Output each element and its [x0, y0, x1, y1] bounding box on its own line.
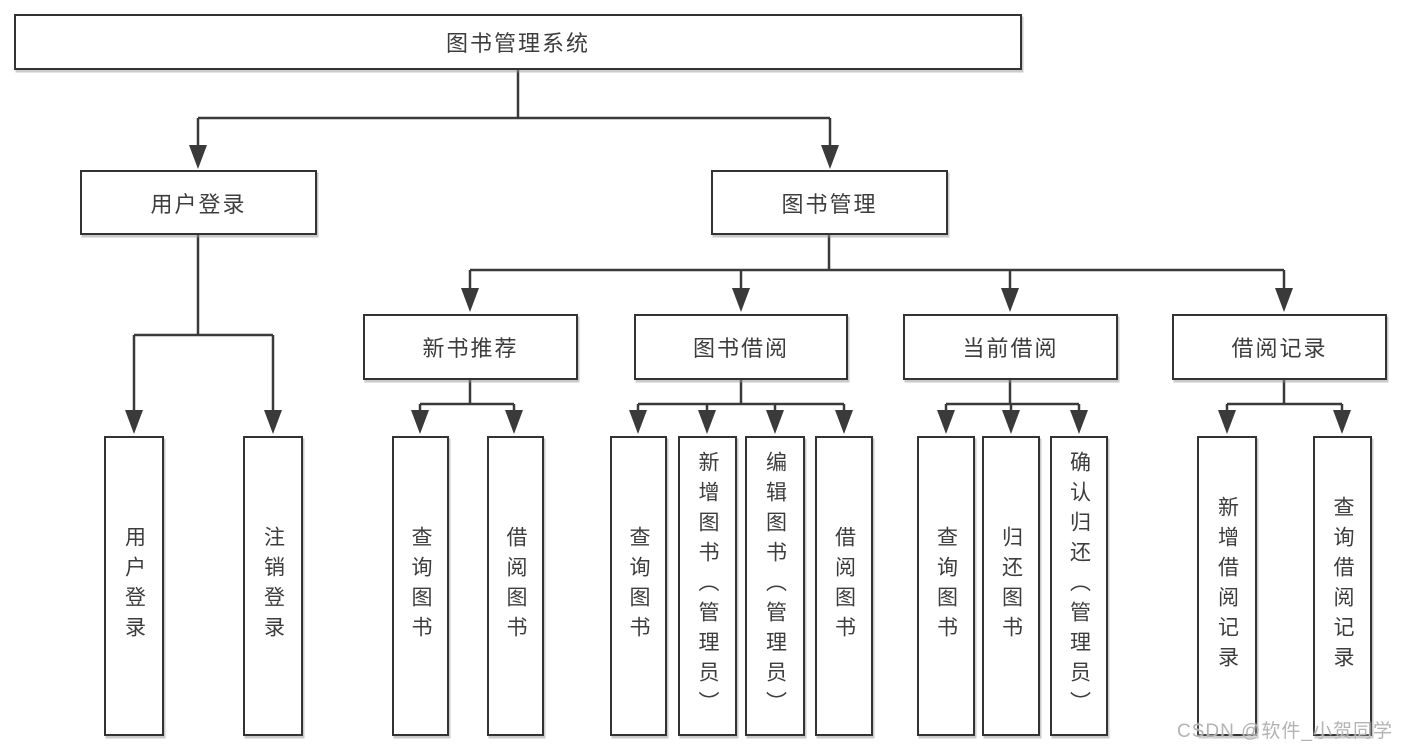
- watermark: CSDN @软件_小贺同学: [1177, 721, 1393, 742]
- arrowhead: [629, 410, 647, 434]
- leaf-add-book-admin: 新增图书（管理员）: [678, 436, 737, 736]
- connector-borrow-records-branch: [1218, 380, 1351, 434]
- arrowhead: [189, 145, 207, 169]
- arrowhead: [411, 410, 429, 434]
- node-label: 用户登录: [150, 191, 247, 217]
- arrowhead: [732, 288, 750, 312]
- node-label: 编辑图书（管理员）: [763, 451, 787, 721]
- arrowhead: [264, 410, 282, 434]
- leaf-borrow-books-recommend: 借阅图书: [487, 436, 544, 736]
- node-new-book-recommend: 新书推荐: [363, 314, 578, 380]
- node-label: 借阅图书: [832, 526, 856, 646]
- arrowhead: [1002, 410, 1020, 434]
- leaf-logout: 注销登录: [243, 436, 303, 736]
- node-label: 查询图书: [409, 526, 432, 646]
- arrowhead: [1333, 410, 1351, 434]
- node-label: 新增借阅记录: [1215, 496, 1239, 676]
- node-label: 用户登录: [122, 526, 146, 646]
- node-current-borrow: 当前借阅: [903, 314, 1118, 380]
- arrowhead: [821, 145, 839, 169]
- arrowhead: [1070, 410, 1088, 434]
- node-label: 查询借阅记录: [1331, 496, 1354, 676]
- leaf-query-books-current: 查询图书: [917, 436, 975, 736]
- connector-new-book-branch: [411, 380, 523, 434]
- arrowhead: [766, 410, 784, 434]
- node-borrow-records: 借阅记录: [1172, 314, 1387, 380]
- arrowhead: [1001, 288, 1019, 312]
- leaf-query-books-borrow: 查询图书: [610, 436, 667, 736]
- arrowhead: [125, 410, 143, 434]
- connector-book-borrow-branch: [629, 380, 853, 434]
- leaf-return-book: 归还图书: [982, 436, 1040, 736]
- leaf-query-borrow-record: 查询借阅记录: [1313, 436, 1372, 736]
- node-label: 注销登录: [261, 526, 285, 646]
- leaf-confirm-return-admin: 确认归还（管理员）: [1050, 436, 1108, 736]
- connector-line: [132, 235, 275, 411]
- arrowhead: [461, 288, 479, 312]
- connector-book-management-branch: [461, 235, 1293, 312]
- node-label: 新增图书（管理员）: [696, 451, 719, 721]
- arrowhead: [1275, 288, 1293, 312]
- connector-root-to-level2: [189, 70, 839, 169]
- arrowhead: [1218, 410, 1236, 434]
- node-label: 借阅图书: [504, 526, 527, 646]
- node-label: 归还图书: [999, 526, 1023, 646]
- node-label: 图书借阅: [692, 336, 789, 361]
- connector-current-borrow-branch: [937, 380, 1088, 434]
- node-label: 当前借阅: [962, 336, 1059, 361]
- node-book-management: 图书管理: [711, 170, 948, 235]
- arrowhead: [835, 410, 853, 434]
- connector-line: [468, 235, 1286, 289]
- node-label: 查询图书: [627, 526, 650, 646]
- node-book-borrow: 图书借阅: [634, 314, 848, 380]
- node-label: 图书管理系统: [445, 31, 590, 56]
- node-label: 确认归还（管理员）: [1067, 451, 1091, 721]
- node-label: 借阅记录: [1231, 336, 1328, 361]
- leaf-edit-book-admin: 编辑图书（管理员）: [745, 436, 805, 736]
- connector-line: [1225, 380, 1344, 411]
- node-system-root: 图书管理系统: [14, 14, 1022, 70]
- arrowhead: [505, 410, 523, 434]
- arrowhead: [937, 410, 955, 434]
- leaf-user-login: 用户登录: [104, 436, 164, 736]
- arrowhead: [698, 410, 716, 434]
- node-label: 查询图书: [934, 526, 958, 646]
- node-label: 新书推荐: [422, 336, 519, 361]
- connector-line: [944, 380, 1081, 411]
- leaf-query-books-recommend: 查询图书: [392, 436, 449, 736]
- node-label: 图书管理: [781, 191, 878, 217]
- leaf-add-borrow-record: 新增借阅记录: [1197, 436, 1257, 736]
- connector-line: [418, 380, 516, 411]
- leaf-borrow-books: 借阅图书: [815, 436, 873, 736]
- connector-line: [196, 70, 832, 146]
- node-user-login: 用户登录: [80, 170, 317, 235]
- connector-user-login-branch: [125, 235, 282, 434]
- connector-line: [636, 380, 846, 411]
